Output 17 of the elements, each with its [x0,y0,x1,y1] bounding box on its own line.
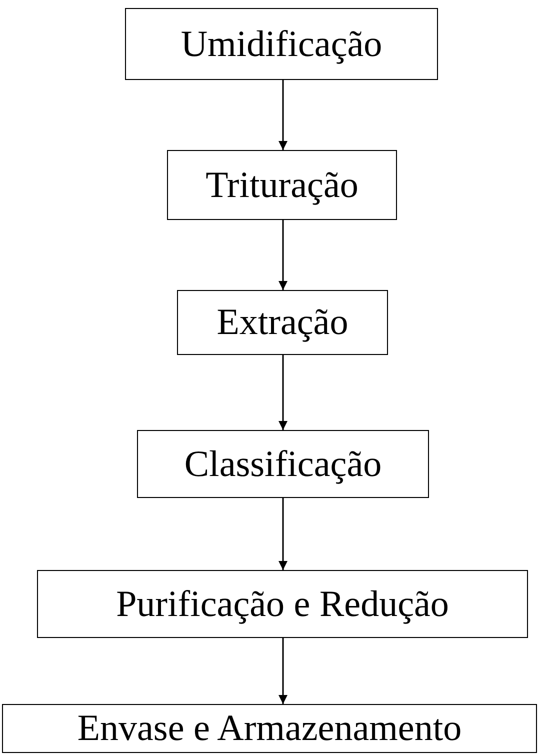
process-box [177,290,388,355]
arrow [278,80,288,150]
arrow [278,220,288,290]
step-label: Purificação e Redução [116,582,449,626]
step-label: Classificação [184,442,382,486]
step-label: Extração [216,301,348,344]
process-box [125,8,438,80]
step-label: Trituração [206,164,358,206]
process-box [2,704,537,753]
process-box [137,430,429,498]
step-label: Envase e Armazenamento [77,707,462,750]
process-box [37,570,528,638]
arrow [278,638,288,704]
arrow [278,355,288,430]
step-label: Umidificação [180,22,382,66]
arrow [278,498,288,570]
process-box [167,150,397,220]
